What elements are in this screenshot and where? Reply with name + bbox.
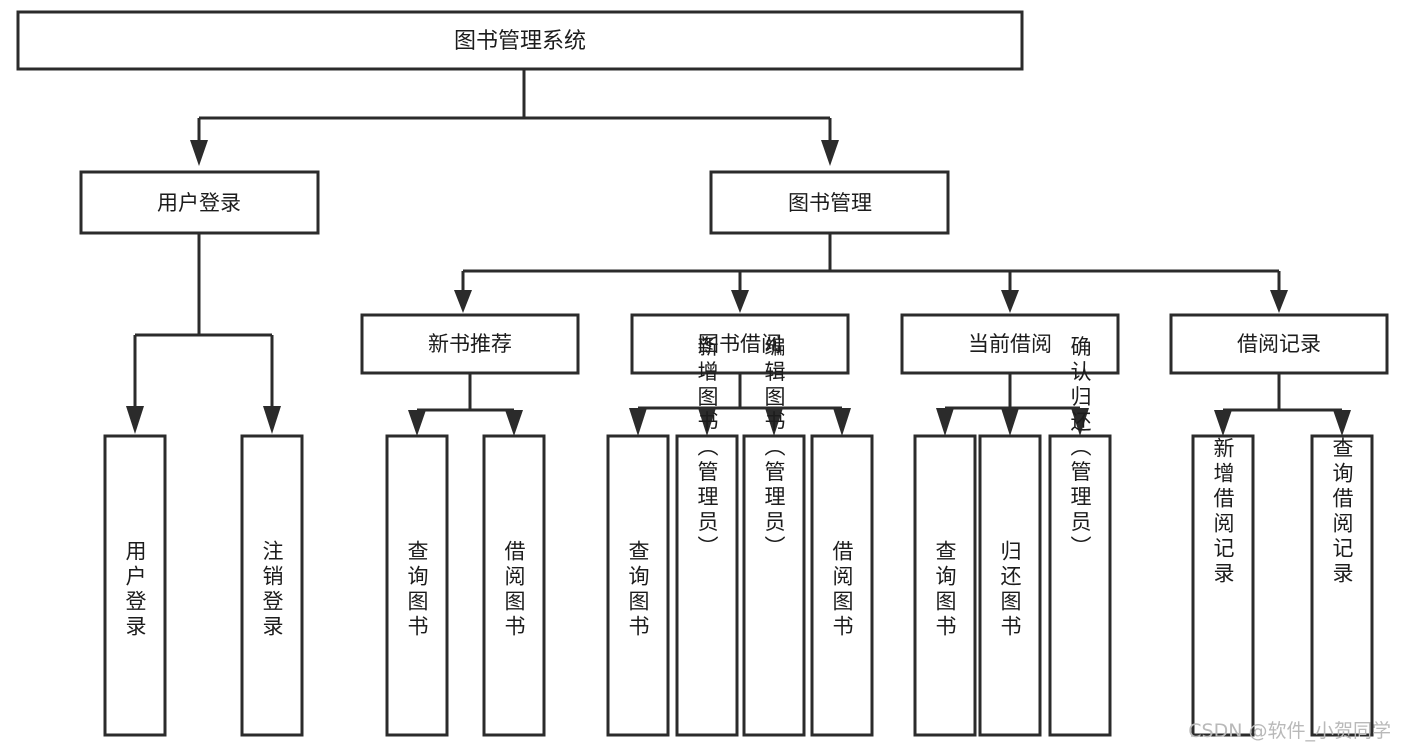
node-new-book-recommend-box[interactable]	[360, 313, 580, 375]
arrow-borrow-record-leaf2-icon	[1333, 410, 1351, 436]
arrow-to-new-book-icon	[454, 290, 472, 313]
node-user-login[interactable]: 用户登录	[79, 170, 320, 235]
node-book-borrow[interactable]: 图书借阅	[630, 313, 850, 375]
node-new-book-recommend[interactable]: 新书推荐	[360, 313, 580, 375]
leaf-current-confirm-return-label: 确认归还（管理员）	[1068, 336, 1092, 561]
arrow-book-borrow-leaf1-icon	[629, 408, 647, 436]
leaf-logout[interactable]: 注销登录	[240, 434, 304, 737]
leaf-borrow-edit-book-box[interactable]	[742, 434, 806, 737]
leaf-borrow-query-box[interactable]	[606, 434, 670, 737]
arrow-user-login-leaf1-icon	[126, 406, 144, 434]
arrow-user-login-leaf2-icon	[263, 406, 281, 434]
leaf-current-query-label: 查询图书	[933, 540, 957, 640]
leaf-record-add-label: 新增借阅记录	[1211, 437, 1235, 587]
connector-new-book-to-leaves	[408, 373, 523, 436]
connector-book-mgmt-to-level2	[454, 233, 1288, 313]
arrow-book-borrow-leaf3-icon	[765, 408, 783, 436]
leaf-borrow-edit-book[interactable]: 编辑图书（管理员）	[742, 336, 806, 737]
leaf-new-book-borrow-label: 借阅图书	[502, 540, 526, 640]
arrow-current-borrow-leaf1-icon	[936, 408, 954, 436]
leaf-record-query[interactable]: 查询借阅记录	[1310, 434, 1374, 737]
leaf-user-login-label: 用户登录	[123, 540, 147, 640]
leaf-borrow-query[interactable]: 查询图书	[606, 434, 670, 737]
leaf-current-return-label: 归还图书	[998, 540, 1022, 640]
leaf-current-query[interactable]: 查询图书	[913, 434, 977, 737]
connector-root-to-level1	[190, 69, 839, 166]
node-book-management-box[interactable]	[709, 170, 950, 235]
leaf-user-login[interactable]: 用户登录	[103, 434, 167, 737]
leaf-current-query-box[interactable]	[913, 434, 977, 737]
arrow-to-borrow-record-icon	[1270, 290, 1288, 313]
node-borrow-record-label: 借阅记录	[1237, 332, 1321, 356]
leaf-borrow-borrow-book-box[interactable]	[810, 434, 874, 737]
leaf-record-query-label: 查询借阅记录	[1330, 437, 1354, 587]
leaf-borrow-edit-book-label: 编辑图书（管理员）	[762, 336, 786, 561]
arrow-book-borrow-leaf2-icon	[698, 408, 716, 436]
node-book-borrow-box[interactable]	[630, 313, 850, 375]
node-book-management[interactable]: 图书管理	[709, 170, 950, 235]
arrow-book-borrow-leaf4-icon	[833, 408, 851, 436]
node-root[interactable]: 图书管理系统	[16, 10, 1024, 71]
arrow-new-book-leaf2-icon	[505, 410, 523, 436]
connector-borrow-record-to-leaves	[1214, 373, 1351, 436]
leaf-borrow-add-book-box[interactable]	[675, 434, 739, 737]
arrow-current-borrow-leaf2-icon	[1001, 408, 1019, 436]
node-current-borrow[interactable]: 当前借阅	[900, 313, 1120, 375]
node-root-box[interactable]	[16, 10, 1024, 71]
leaf-current-confirm-return[interactable]: 确认归还（管理员）	[1048, 336, 1112, 737]
leaf-new-book-borrow-box[interactable]	[482, 434, 546, 737]
arrow-to-current-borrow-icon	[1001, 290, 1019, 313]
node-new-book-recommend-label: 新书推荐	[428, 332, 512, 356]
leaf-current-return-box[interactable]	[978, 434, 1042, 737]
leaf-record-add[interactable]: 新增借阅记录	[1191, 434, 1255, 737]
leaf-borrow-add-book-label: 新增图书（管理员）	[695, 336, 719, 561]
node-book-borrow-label: 图书借阅	[698, 332, 782, 356]
leaf-borrow-add-book[interactable]: 新增图书（管理员）	[675, 336, 739, 737]
connector-current-borrow-to-leaves	[936, 373, 1089, 436]
connector-book-borrow-to-leaves	[629, 373, 851, 436]
node-user-login-label: 用户登录	[157, 191, 241, 215]
leaf-record-add-box[interactable]	[1191, 434, 1255, 737]
arrow-current-borrow-leaf3-icon	[1071, 408, 1089, 436]
arrow-to-borrow-book-icon	[731, 290, 749, 313]
arrow-to-user-login-icon	[190, 140, 208, 166]
node-root-label: 图书管理系统	[454, 29, 586, 54]
leaf-new-book-query-label: 查询图书	[405, 540, 429, 640]
leaf-user-login-box[interactable]	[103, 434, 167, 737]
arrow-to-book-mgmt-icon	[821, 140, 839, 166]
node-current-borrow-label: 当前借阅	[968, 332, 1052, 356]
node-borrow-record-box[interactable]	[1169, 313, 1389, 375]
node-current-borrow-box[interactable]	[900, 313, 1120, 375]
leaf-borrow-borrow-book[interactable]: 借阅图书	[810, 434, 874, 737]
node-book-management-label: 图书管理	[788, 191, 872, 215]
leaf-borrow-query-label: 查询图书	[626, 540, 650, 640]
leaf-logout-box[interactable]	[240, 434, 304, 737]
arrow-borrow-record-leaf1-icon	[1214, 410, 1232, 436]
leaf-current-return[interactable]: 归还图书	[978, 434, 1042, 737]
arrow-new-book-leaf1-icon	[408, 410, 426, 436]
leaf-current-confirm-return-box[interactable]	[1048, 434, 1112, 737]
leaf-new-book-query-box[interactable]	[385, 434, 449, 737]
connector-user-login-to-leaves	[126, 233, 281, 434]
leaf-borrow-borrow-book-label: 借阅图书	[830, 540, 854, 640]
leaf-record-query-box[interactable]	[1310, 434, 1374, 737]
leaf-logout-label: 注销登录	[260, 540, 284, 640]
node-borrow-record[interactable]: 借阅记录	[1169, 313, 1389, 375]
leaf-new-book-query[interactable]: 查询图书	[385, 434, 449, 737]
leaf-new-book-borrow[interactable]: 借阅图书	[482, 434, 546, 737]
